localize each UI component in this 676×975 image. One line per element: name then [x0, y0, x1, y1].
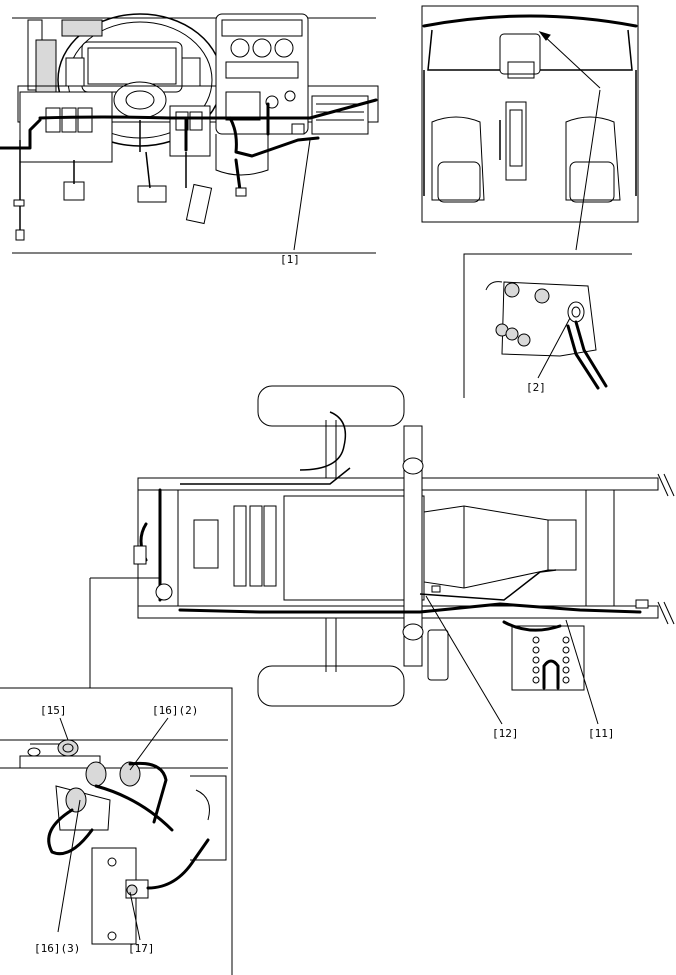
- detail-ground-connectors: [15] [16](2) [16](3) [17]: [0, 687, 233, 975]
- callout-17: [17]: [128, 942, 155, 955]
- chassis-view: [12] [11]: [89, 385, 675, 740]
- callout-16-3: [16](3): [34, 942, 80, 955]
- callout-1: [1]: [280, 253, 300, 266]
- callout-15: [15]: [40, 704, 67, 717]
- dashboard-view: [1]: [0, 13, 379, 266]
- callout-2: [2]: [526, 381, 546, 394]
- detail-connector-2: [2]: [463, 253, 632, 398]
- callout-11: [11]: [588, 727, 615, 740]
- callout-12: [12]: [492, 727, 519, 740]
- cab-interior-view: [421, 5, 639, 251]
- callout-16-2: [16](2): [152, 704, 198, 717]
